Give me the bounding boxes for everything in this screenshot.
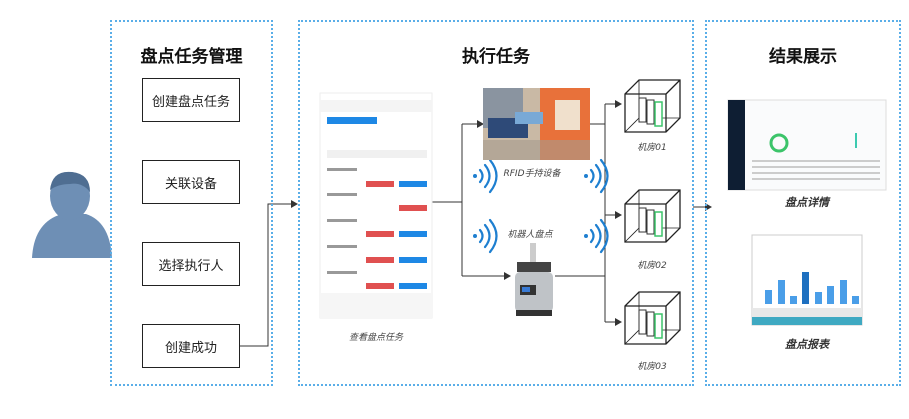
step-link-device: 关联设备 (142, 160, 240, 204)
inventory-detail-dashboard-screenshot (727, 99, 887, 191)
task-management-panel: 盘点任务管理 (110, 20, 273, 386)
step-create-task: 创建盘点任务 (142, 78, 240, 122)
inventory-report-screenshot (751, 234, 863, 326)
step-created-success: 创建成功 (142, 324, 240, 368)
room-label: 机房01 (637, 143, 667, 153)
panel-title: 盘点任务管理 (140, 47, 243, 67)
execution-panel: 执行任务 (298, 20, 694, 386)
wifi-signal-icon (473, 218, 498, 254)
report-label: 盘点报表 (785, 338, 829, 351)
mobile-task-list-screenshot (319, 92, 433, 319)
rfid-handheld-photo (483, 88, 590, 160)
robot-label: 机器人盘点 (507, 230, 553, 240)
wifi-signal-icon (473, 158, 498, 194)
detail-label: 盘点详情 (785, 196, 829, 209)
wifi-signal-icon (584, 158, 609, 194)
panel-title: 结果展示 (769, 47, 837, 67)
connector-line (240, 203, 292, 347)
inventory-robot-image (515, 243, 553, 316)
room-label: 机房02 (637, 261, 667, 271)
phone-caption: 查看盘点任务 (348, 333, 404, 343)
panel-title: 执行任务 (462, 47, 530, 67)
step-select-executor: 选择执行人 (142, 242, 240, 286)
handheld-label: RFID手持设备 (503, 169, 561, 179)
wifi-signal-icon (584, 218, 609, 254)
user-avatar-icon (32, 171, 112, 258)
results-panel: 结果展示 (705, 20, 901, 386)
room-label: 机房03 (637, 362, 667, 372)
